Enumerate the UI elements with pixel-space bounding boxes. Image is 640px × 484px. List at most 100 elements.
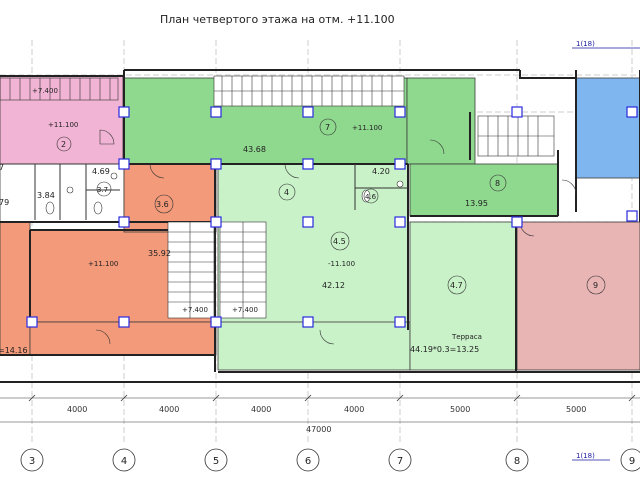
column-marker <box>210 158 222 170</box>
column-marker <box>394 216 406 228</box>
room-4-7-fill <box>409 221 517 371</box>
column-marker <box>394 106 406 118</box>
room-4-6-label: 4.6 <box>365 193 377 201</box>
sheet-ref-bottom: 1(18) <box>576 452 595 460</box>
room-8-fill <box>409 163 559 217</box>
column-marker <box>302 316 314 328</box>
column-marker <box>626 106 638 118</box>
column-marker <box>302 158 314 170</box>
room-3-left-fill <box>0 221 31 356</box>
dim-5: 5000 <box>450 405 470 414</box>
axis-label: 5 <box>213 456 219 467</box>
dimension-tick <box>304 394 312 402</box>
axis-label: 6 <box>305 456 311 467</box>
column-marker <box>26 316 38 328</box>
axis-bubble <box>620 448 640 472</box>
room-2-level: +11.100 <box>48 121 78 129</box>
room-8-label: 8 <box>495 179 500 188</box>
interior-walls <box>0 163 408 220</box>
room-4-7-marker <box>447 275 467 295</box>
room-8-marker <box>489 174 507 192</box>
room-3-8-area: 3.84 <box>37 191 55 200</box>
stair-room2 <box>0 77 119 101</box>
dimension-tick <box>628 394 636 402</box>
plan-title: План четвертого этажа на отм. +11.100 <box>160 13 395 26</box>
column-marker <box>210 106 222 118</box>
column-marker <box>118 106 130 118</box>
axis-bubble <box>505 448 529 472</box>
room-3-6-area: 35.92 <box>148 249 171 258</box>
dimension-tick <box>28 394 36 402</box>
room-3-6-stair-mark: +7.400 <box>182 306 208 314</box>
dimension-tick <box>212 394 220 402</box>
dimension-labels: 4000 4000 4000 4000 5000 5000 47000 <box>67 405 586 434</box>
column-marker <box>302 216 314 228</box>
column-marker <box>118 216 130 228</box>
dim-1: 4000 <box>67 405 87 414</box>
room-4-5-stair-mark: +7.400 <box>232 306 258 314</box>
column-marker <box>118 316 130 328</box>
axis-label: 9 <box>629 456 635 467</box>
room-4-5-level: -11.100 <box>328 260 355 268</box>
room-9-fill <box>516 221 640 371</box>
room-7-level: +11.100 <box>352 124 382 132</box>
room-2-level2: +7.400 <box>32 87 58 95</box>
room-3-6-level: +11.100 <box>88 260 118 268</box>
axis-bubble <box>388 448 412 472</box>
room-4-5-label: 4.5 <box>333 237 346 246</box>
stair-room8 <box>477 115 555 157</box>
dim-total: 47000 <box>306 425 331 434</box>
axis-label: 3 <box>29 456 35 467</box>
room-blue-fill <box>575 77 640 179</box>
room-4-7-label: 4.7 <box>450 281 463 290</box>
room-2-7-area: 79 <box>0 198 9 207</box>
dimension-lines <box>0 397 640 423</box>
dimension-ticks <box>28 394 636 402</box>
room-3-6-top-fill <box>123 163 217 233</box>
room-4-6-area: 4.20 <box>372 167 390 176</box>
room-3-left-area: =14.16 <box>0 346 28 355</box>
room-9-marker <box>586 275 606 295</box>
dim-4: 4000 <box>344 405 364 414</box>
dimension-tick <box>396 394 404 402</box>
axis-bubble <box>112 448 136 472</box>
room-7-area: 43.68 <box>243 145 266 154</box>
dim-2: 4000 <box>159 405 179 414</box>
doors <box>95 129 577 345</box>
axis-bubble <box>296 448 320 472</box>
room-4-5-area: 42.12 <box>322 281 345 290</box>
room-7-right-fill <box>406 77 476 165</box>
room-4-marker <box>278 183 296 201</box>
column-marker <box>511 216 523 228</box>
stair-top <box>213 75 405 107</box>
room-4-7-area: 44.19*0.3=13.25 <box>410 345 479 354</box>
room-labels: +7.400 +11.100 2 7 79 3.84 4.69 3.7 3.6 … <box>0 87 606 355</box>
column-marker <box>118 158 130 170</box>
column-marker <box>394 316 406 328</box>
dim-3: 4000 <box>251 405 271 414</box>
column-marker <box>302 106 314 118</box>
stair-room36 <box>167 221 215 319</box>
dimension-tick <box>120 394 128 402</box>
room-3-6-label: 3.6 <box>156 200 169 209</box>
axis-bubble <box>20 448 44 472</box>
room-2-label: 2 <box>61 140 66 149</box>
room-2-marker <box>56 136 72 152</box>
room-4-6-marker <box>363 188 379 204</box>
room-8-area: 13.95 <box>465 199 488 208</box>
fixtures <box>45 172 404 215</box>
room-3-7-label: 3.7 <box>97 186 108 194</box>
columns <box>26 106 638 328</box>
room-4-5-marker <box>330 231 350 251</box>
room-4-5-bottom-fill <box>217 321 411 371</box>
room-7-label: 7 <box>325 123 330 132</box>
column-marker <box>511 106 523 118</box>
room-4-label: 4 <box>284 188 289 197</box>
axis-label: 8 <box>514 456 520 467</box>
column-marker <box>210 216 222 228</box>
dim-6: 5000 <box>566 405 586 414</box>
sheet-ref-top: 1(18) <box>576 40 595 48</box>
